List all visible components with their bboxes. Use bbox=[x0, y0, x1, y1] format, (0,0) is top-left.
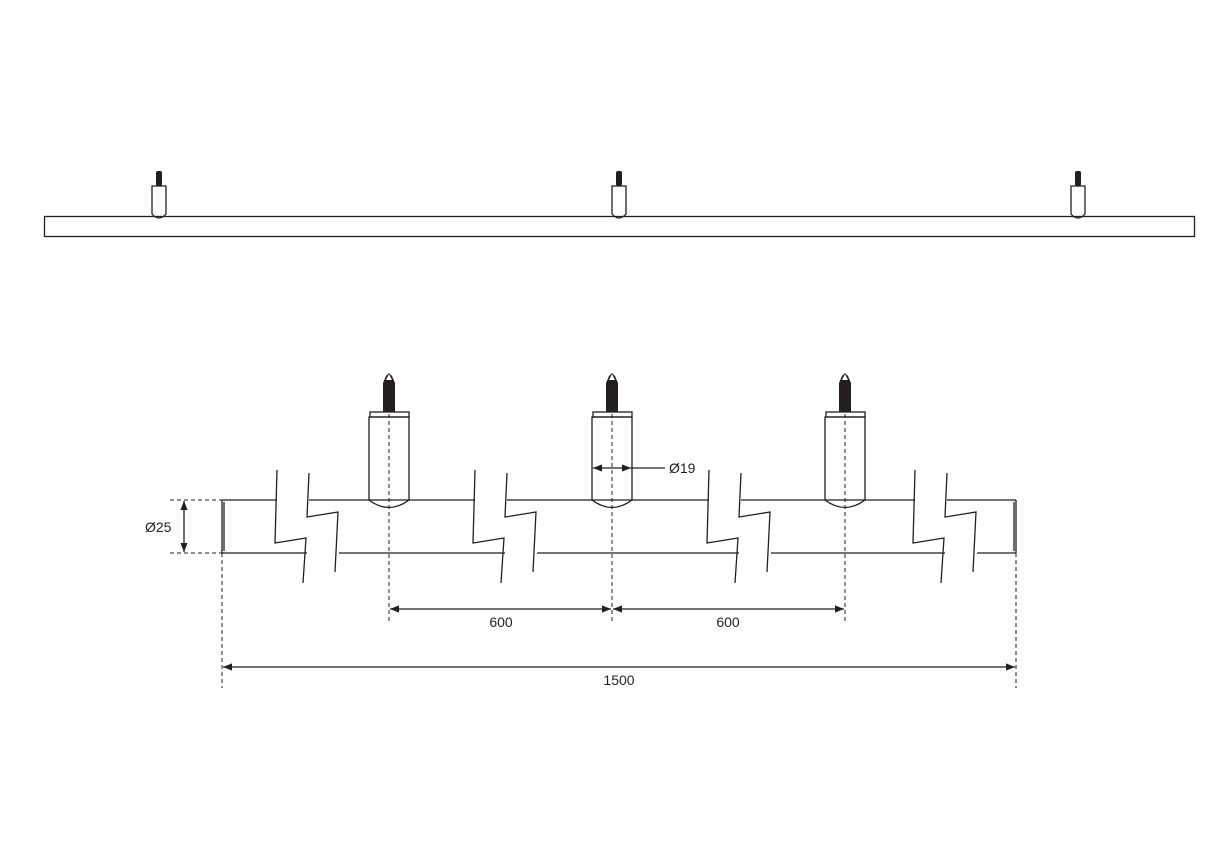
top-post bbox=[151, 171, 167, 219]
post-diameter-label: Ø19 bbox=[669, 460, 696, 476]
post bbox=[368, 373, 410, 509]
top-post bbox=[611, 170, 627, 219]
pipe-diameter-label: Ø25 bbox=[145, 519, 172, 535]
top-pipe bbox=[43, 215, 1196, 238]
detail-view: Ø25 Ø19 600 600 1500 bbox=[145, 372, 1017, 688]
total-length-label: 1500 bbox=[603, 672, 634, 688]
spacing-right-label: 600 bbox=[716, 614, 740, 630]
spacing-left-label: 600 bbox=[489, 614, 513, 630]
break-symbol bbox=[274, 469, 339, 584]
break-symbol bbox=[472, 469, 537, 584]
top-post bbox=[1070, 170, 1086, 219]
break-symbol bbox=[912, 469, 977, 584]
break-symbol bbox=[706, 469, 771, 584]
top-view bbox=[43, 170, 1196, 238]
